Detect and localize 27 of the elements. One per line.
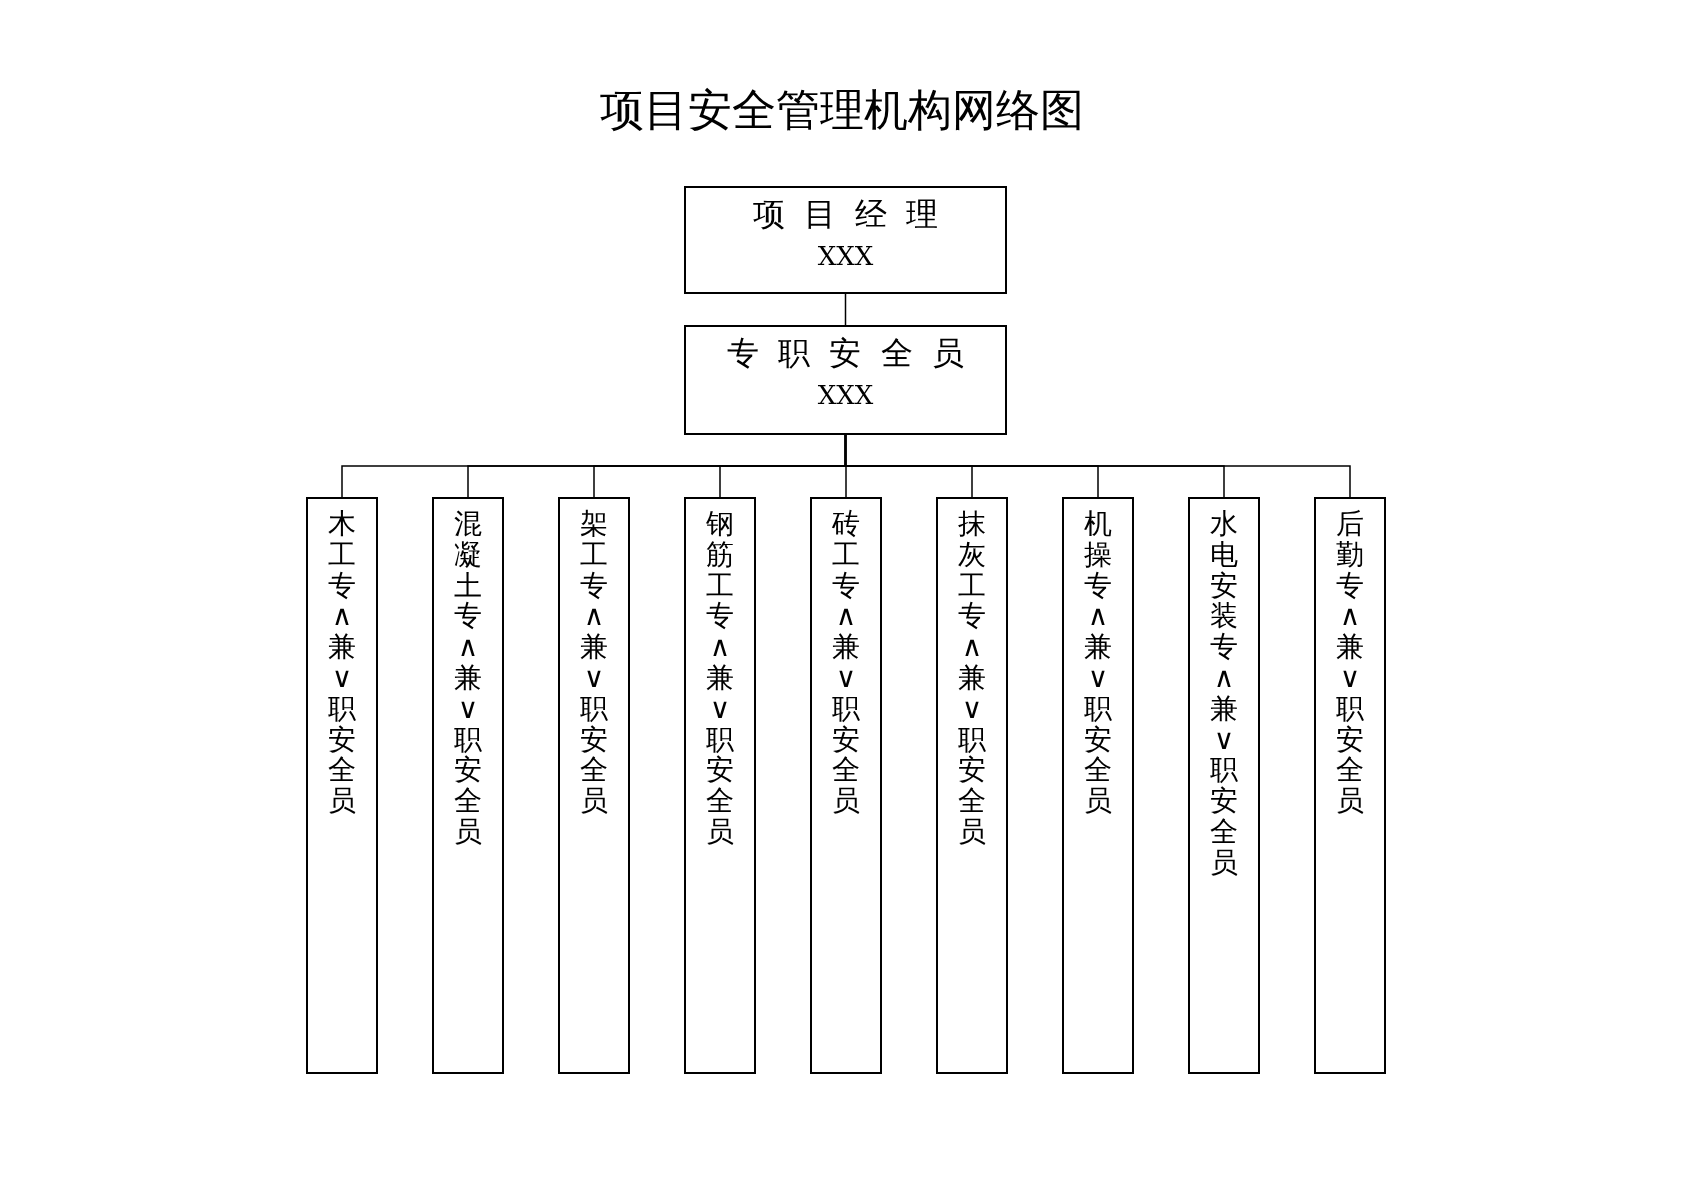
team-column-box <box>1188 497 1260 1074</box>
role-label: 木工专∧兼∨职安全员 <box>328 509 356 817</box>
role-box <box>684 186 1007 294</box>
role-label: 水电安装专∧兼∨职安全员 <box>1210 509 1238 879</box>
person-name: XXX <box>817 240 874 273</box>
role-label: 砖工专∧兼∨职安全员 <box>832 509 860 817</box>
team-column-box <box>936 497 1008 1074</box>
role-box <box>684 325 1007 435</box>
role-title: 专职安全员 <box>726 333 984 373</box>
connector-line <box>844 293 847 326</box>
team-column-box <box>1062 497 1134 1074</box>
role-label: 混凝土专∧兼∨职安全员 <box>454 509 482 848</box>
diagram-title: 项目安全管理机构网络图 <box>600 88 1084 132</box>
role-label: 后勤专∧兼∨职安全员 <box>1336 509 1364 817</box>
team-column-box <box>1314 497 1386 1074</box>
team-column-box <box>684 497 756 1074</box>
team-column-box <box>306 497 378 1074</box>
connector-line <box>844 434 1351 498</box>
role-title: 项目经理 <box>751 194 958 234</box>
team-column-box <box>810 497 882 1074</box>
team-column-box <box>432 497 504 1074</box>
role-label: 抹灰工专∧兼∨职安全员 <box>958 509 986 848</box>
role-label: 钢筋工专∧兼∨职安全员 <box>706 509 734 848</box>
role-label: 机操专∧兼∨职安全员 <box>1084 509 1112 817</box>
person-name: XXX <box>817 379 874 412</box>
role-label: 架工专∧兼∨职安全员 <box>580 509 608 817</box>
team-column-box <box>558 497 630 1074</box>
